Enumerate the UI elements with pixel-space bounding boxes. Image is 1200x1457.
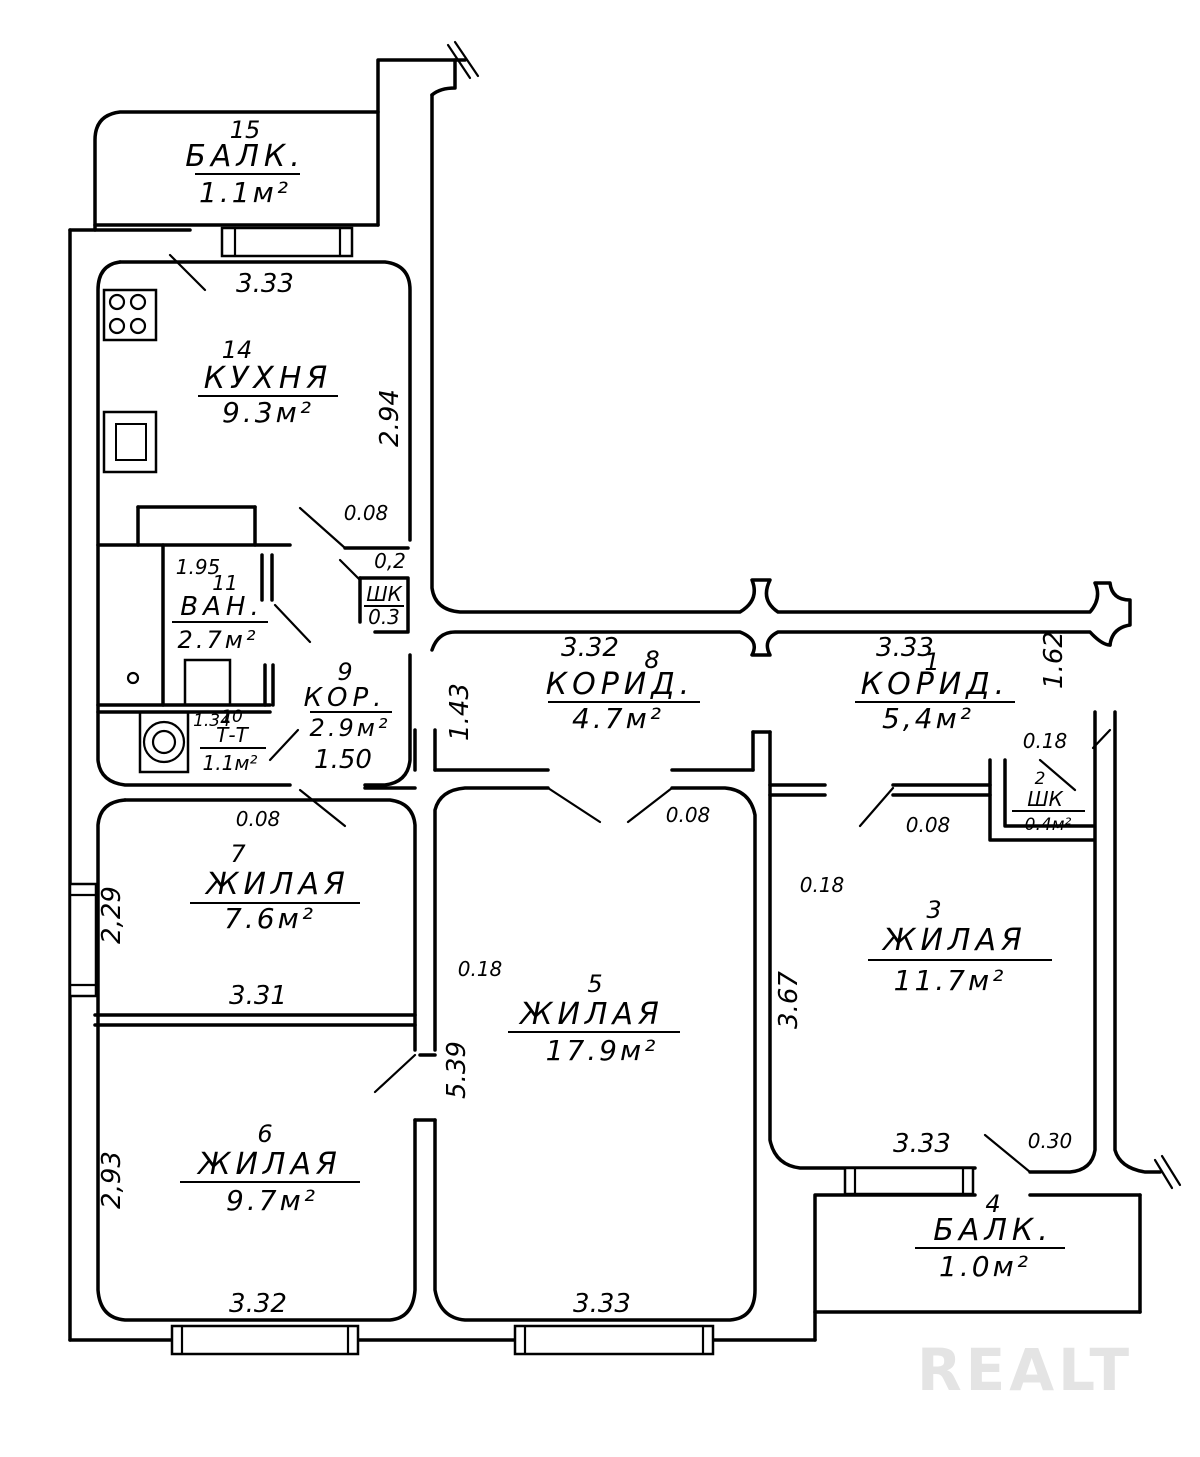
room-name: Т-Т xyxy=(216,723,249,747)
room-area: 11.7м² xyxy=(894,964,1007,997)
room-9-label: 9 КОР. 2.9м² xyxy=(304,658,392,742)
dimension-label: 3.33 xyxy=(893,1129,951,1159)
fixtures xyxy=(102,288,232,774)
room-number: 5 xyxy=(587,970,602,998)
dimension-label: 5.39 xyxy=(442,1041,472,1099)
room-number: 11 xyxy=(212,571,237,595)
room-area: 9.7м² xyxy=(226,1184,318,1217)
room-number: 1 xyxy=(924,648,939,676)
room-number: 2 xyxy=(1035,769,1046,789)
dimension-label: 3.67 xyxy=(774,971,804,1029)
room-name: ЖИЛАЯ xyxy=(204,867,350,902)
doors xyxy=(168,253,1112,1174)
room-name: КОР. xyxy=(304,683,387,713)
room-area: 17.9м² xyxy=(546,1034,659,1067)
dimension-label: 1.62 xyxy=(1039,631,1069,689)
stove-icon xyxy=(102,288,158,342)
room-11-label: 11 ВАН. 2.7м² xyxy=(172,571,268,654)
room-area: 1.1м² xyxy=(203,751,258,775)
room-name: ШК xyxy=(1027,787,1063,811)
room-area: 2.7м² xyxy=(178,626,259,654)
windows xyxy=(68,226,975,1356)
room-number: ШК xyxy=(366,582,402,606)
dimension-label: 1.34 xyxy=(193,711,231,731)
room-area: 4.7м² xyxy=(572,702,664,735)
room-name: ЖИЛАЯ xyxy=(881,923,1027,958)
room-name: БАЛК. xyxy=(933,1213,1053,1248)
room-number: 10 xyxy=(221,707,243,727)
room-area: 7.6м² xyxy=(224,902,316,935)
dimension-label: 0.08 xyxy=(236,807,281,831)
room-name: ЖИЛАЯ xyxy=(518,997,664,1032)
room-6-label: 6 ЖИЛАЯ 9.7м² xyxy=(180,1120,360,1217)
room-number: 3 xyxy=(926,896,941,924)
room-number: 8 xyxy=(644,646,659,674)
room-4-label: 4 БАЛК. 1.0м² xyxy=(915,1190,1065,1283)
dimension-label: 1.50 xyxy=(314,745,372,775)
bathtub-icon xyxy=(183,658,232,707)
room-name: КОРИД. xyxy=(546,667,694,702)
room-3-label: 3 ЖИЛАЯ 11.7м² xyxy=(868,896,1052,997)
walls xyxy=(68,40,1182,1342)
room-14-label: 14 КУХНЯ 9.3м² xyxy=(198,336,338,429)
dimensions: 3.33 2.94 0.08 0,2 1.95 1.34 1.50 1.43 0… xyxy=(97,269,1072,1319)
room-2-label: 2 ШК 0.4м² xyxy=(1012,769,1085,835)
room-12-label: ШК 0.3 xyxy=(364,582,404,629)
dimension-label: 0.18 xyxy=(1023,729,1068,753)
room-name: КУХНЯ xyxy=(204,361,333,396)
room-area: 2.9м² xyxy=(310,714,391,742)
room-area: 1.0м² xyxy=(939,1250,1031,1283)
dimension-label: 3.31 xyxy=(229,981,287,1011)
dimension-label: 2,93 xyxy=(97,1151,127,1209)
room-area: 9.3м² xyxy=(222,396,314,429)
dimension-label: 0.18 xyxy=(800,873,845,897)
room-area: 0.4м² xyxy=(1025,815,1072,835)
room-number: 6 xyxy=(257,1120,272,1148)
dimension-label: 3.32 xyxy=(229,1289,287,1319)
dimension-label: 1.95 xyxy=(176,555,221,579)
dimension-label: 3.32 xyxy=(561,633,619,663)
watermark: REALT xyxy=(917,1336,1133,1404)
room-number: 15 xyxy=(230,116,261,144)
room-1-label: 1 КОРИД. 5,4м² xyxy=(855,648,1015,735)
dimension-label: 3.33 xyxy=(876,633,934,663)
dimension-label: 0.08 xyxy=(906,813,951,837)
dimension-label: 0,2 xyxy=(374,549,406,573)
dimension-label: 1.43 xyxy=(445,683,475,741)
dimension-label: 2,29 xyxy=(97,886,127,944)
dimension-label: 3.33 xyxy=(236,269,294,299)
room-number: 4 xyxy=(985,1190,1000,1218)
room-15-label: 15 БАЛК. 1.1м² xyxy=(185,116,305,209)
dimension-label: 0.08 xyxy=(666,803,711,827)
dimension-label: 0.08 xyxy=(344,501,389,525)
room-8-label: 8 КОРИД. 4.7м² xyxy=(546,646,700,735)
room-name: ЖИЛАЯ xyxy=(196,1147,342,1182)
sink-icon xyxy=(102,410,158,474)
room-10-label: 10 Т-Т 1.1м² xyxy=(200,707,266,775)
room-number: 9 xyxy=(337,658,352,686)
room-name: КОРИД. xyxy=(861,667,1009,702)
dimension-label: 2.94 xyxy=(375,389,405,447)
room-area: 5,4м² xyxy=(882,702,974,735)
room-name: БАЛК. xyxy=(185,139,305,174)
room-7-label: 7 ЖИЛАЯ 7.6м² xyxy=(190,840,360,935)
room-number: 7 xyxy=(230,840,246,868)
toilet-bowl-icon xyxy=(142,720,186,764)
toilet-tank-icon xyxy=(138,710,190,774)
room-5-label: 5 ЖИЛАЯ 17.9м² xyxy=(508,970,680,1067)
room-area: 0.3 xyxy=(368,605,400,629)
washbasin-icon xyxy=(126,671,140,685)
room-number: 14 xyxy=(222,336,253,364)
room-name: ВАН. xyxy=(180,592,263,622)
dimension-label: 0.30 xyxy=(1028,1129,1073,1153)
dimension-label: 3.33 xyxy=(573,1289,631,1319)
room-area: 1.1м² xyxy=(199,176,291,209)
dimension-label: 0.18 xyxy=(458,957,503,981)
